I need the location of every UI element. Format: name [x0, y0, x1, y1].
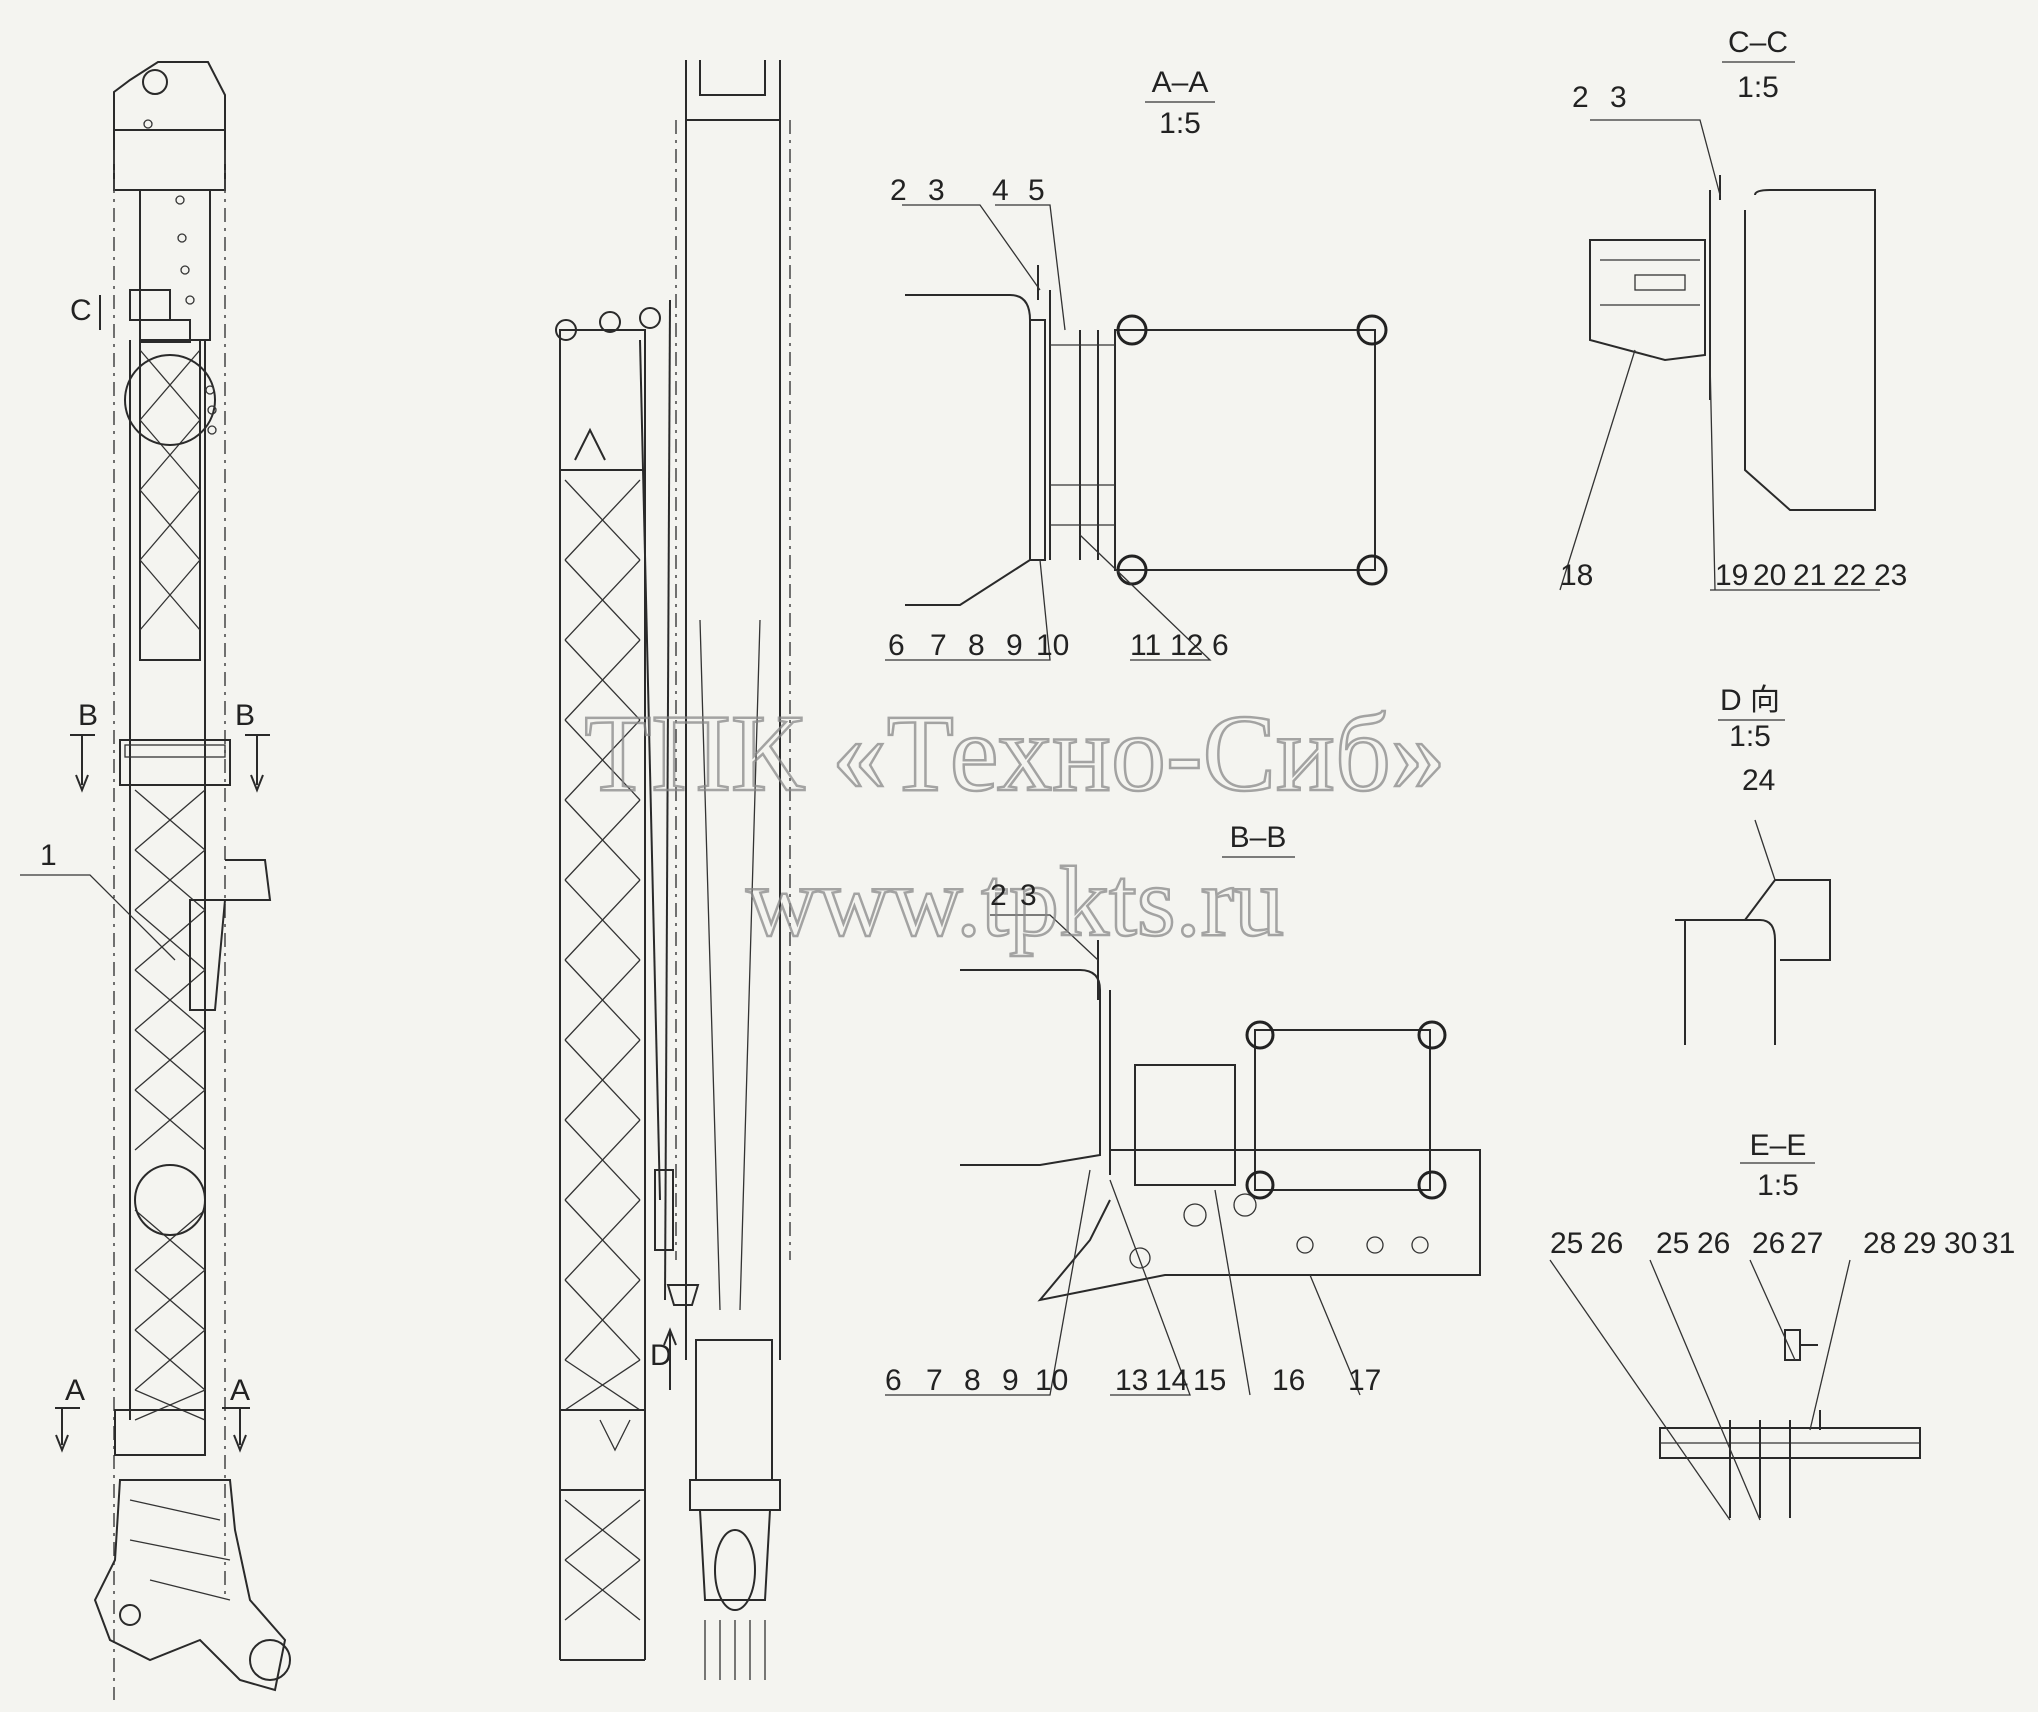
watermark: ТПК «Техно-Сиб» www.tpkts.ru — [583, 691, 1447, 959]
callout-numbers: 1 2 3 4 5 6 7 8 9 10 11 12 6 2 3 18 19 2… — [40, 81, 2015, 1397]
view-d-title: D 向 — [1720, 684, 1780, 717]
section-cc-drawing — [1589, 175, 1876, 511]
callout-bb-6: 6 — [885, 1364, 902, 1397]
callout-cc-19: 19 — [1715, 559, 1748, 592]
callout-aa-11: 11 — [1130, 629, 1161, 662]
callout-bb-13: 13 — [1115, 1364, 1148, 1397]
callout-bb-9: 9 — [1002, 1364, 1019, 1397]
callout-bb-15: 15 — [1193, 1364, 1226, 1397]
callout-bb-7: 7 — [926, 1364, 943, 1397]
callout-bb-16: 16 — [1272, 1364, 1305, 1397]
callout-ee-25b: 25 — [1656, 1227, 1689, 1260]
callout-aa-8: 8 — [968, 629, 985, 662]
callout-aa-2: 2 — [890, 174, 907, 207]
callout-cc-23: 23 — [1874, 559, 1907, 592]
marker-b-left: B — [78, 699, 98, 732]
callout-ee-27: 27 — [1790, 1227, 1823, 1260]
callout-ee-26c: 26 — [1752, 1227, 1785, 1260]
callout-ee-25a: 25 — [1550, 1227, 1583, 1260]
view-d-drawing — [1675, 879, 1831, 1045]
marker-d: D — [650, 1339, 672, 1372]
callout-ee-30: 30 — [1944, 1227, 1977, 1260]
marker-b-right: B — [235, 699, 255, 732]
section-ee-title: E–E — [1750, 1129, 1807, 1162]
section-bb-title: B–B — [1230, 821, 1287, 854]
callout-1: 1 — [40, 839, 57, 872]
callout-ee-28: 28 — [1863, 1227, 1896, 1260]
section-ee-scale: 1:5 — [1757, 1169, 1799, 1202]
section-titles: A–A 1:5 C–C 1:5 D 向 1:5 B–B E–E 1:5 — [1145, 26, 1815, 1202]
leader-lines — [20, 119, 1880, 1521]
mast-side-view — [666, 60, 791, 1680]
callout-d-24: 24 — [1742, 764, 1775, 797]
boom-side-view — [555, 299, 674, 1661]
callout-cc-21: 21 — [1793, 559, 1826, 592]
section-aa-drawing — [905, 265, 1388, 606]
marker-c: C — [70, 294, 92, 327]
callout-ee-29: 29 — [1903, 1227, 1936, 1260]
section-ee-drawing — [1659, 1329, 1921, 1518]
callout-cc-20: 20 — [1753, 559, 1786, 592]
view-markers: C B B A A D — [55, 294, 677, 1453]
callout-aa-6b: 6 — [1212, 629, 1229, 662]
callout-cc-2: 2 — [1572, 81, 1589, 114]
callout-aa-10: 10 — [1036, 629, 1069, 662]
section-bb-drawing — [960, 940, 1481, 1302]
callout-ee-26a: 26 — [1590, 1227, 1623, 1260]
section-cc-scale: 1:5 — [1737, 71, 1779, 104]
callout-cc-22: 22 — [1833, 559, 1866, 592]
callout-aa-3: 3 — [928, 174, 945, 207]
section-aa-scale: 1:5 — [1159, 107, 1201, 140]
callout-bb-3: 3 — [1020, 879, 1037, 912]
callout-bb-17: 17 — [1348, 1364, 1381, 1397]
callout-aa-9: 9 — [1006, 629, 1023, 662]
marker-a-right: A — [230, 1374, 250, 1407]
callout-ee-31: 31 — [1982, 1227, 2015, 1260]
callout-aa-5: 5 — [1028, 174, 1045, 207]
section-aa-title: A–A — [1152, 66, 1209, 99]
callout-aa-12: 12 — [1170, 629, 1203, 662]
callout-ee-26b: 26 — [1697, 1227, 1730, 1260]
view-d-scale: 1:5 — [1729, 720, 1771, 753]
callout-aa-7: 7 — [930, 629, 947, 662]
callout-aa-6: 6 — [888, 629, 905, 662]
marker-a-left: A — [65, 1374, 85, 1407]
callout-aa-4: 4 — [992, 174, 1009, 207]
callout-cc-18: 18 — [1560, 559, 1593, 592]
watermark-url: www.tpkts.ru — [746, 846, 1284, 957]
callout-cc-3: 3 — [1610, 81, 1627, 114]
callout-bb-8: 8 — [964, 1364, 981, 1397]
section-cc-title: C–C — [1728, 26, 1788, 59]
callout-bb-2: 2 — [990, 879, 1007, 912]
boom-front-view — [93, 61, 291, 1700]
callout-bb-10: 10 — [1035, 1364, 1068, 1397]
callout-bb-14: 14 — [1155, 1364, 1188, 1397]
watermark-title: ТПК «Техно-Сиб» — [584, 692, 1446, 814]
